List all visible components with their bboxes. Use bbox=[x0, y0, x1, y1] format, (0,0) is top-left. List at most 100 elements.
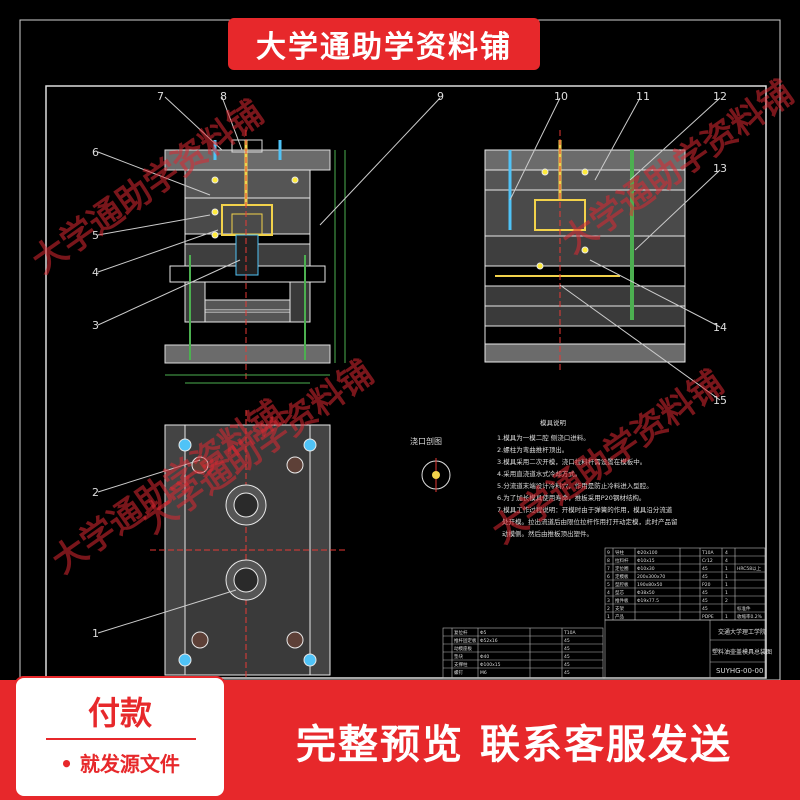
notes-line: 动模侧。然后由推板顶出塑件。 bbox=[502, 529, 593, 538]
bom-cell: 1 bbox=[725, 614, 728, 620]
bom-lower-cell: Φ52x16 bbox=[480, 638, 498, 644]
bom-cell: 45 bbox=[702, 590, 708, 596]
bom-cell: 4 bbox=[725, 550, 728, 556]
bom-cell: 推件板 bbox=[615, 597, 629, 604]
notes-line: 处开模。拉出流道后由限位拉杆作用打开动定模，此时产品留 bbox=[502, 517, 678, 526]
bom-cell: 2 bbox=[607, 606, 610, 612]
callout-15: 15 bbox=[713, 394, 727, 407]
bom-cell: 7 bbox=[607, 566, 610, 572]
notes-line: 6.为了加长模具使用寿命，推板采用P20钢材结构。 bbox=[497, 493, 645, 502]
bom-cell: 产品 bbox=[615, 613, 624, 620]
callout-12: 12 bbox=[713, 90, 727, 103]
bom-lower-cell: 45 bbox=[564, 670, 570, 676]
bom-lower-cell: Φ100x15 bbox=[480, 662, 501, 668]
bom-cell: 1 bbox=[725, 566, 728, 572]
bom-lower-cell: T10A bbox=[563, 630, 576, 636]
title-block bbox=[604, 619, 766, 679]
callout-1: 1 bbox=[92, 627, 99, 640]
gate-detail bbox=[421, 458, 451, 492]
school-name: 交通大学理工学院 bbox=[718, 628, 766, 636]
drawing-number: SUYHG-00-00 bbox=[716, 667, 763, 675]
drawing-name: 塑料油壶盖模具总装图 bbox=[712, 648, 772, 656]
bom-cell: Φ38x50 bbox=[637, 590, 655, 596]
shop-banner: 大学通助学资料铺 bbox=[228, 18, 540, 70]
callout-3: 3 bbox=[92, 319, 99, 332]
bom-lower-cell: Φ5 bbox=[480, 630, 487, 636]
bom-cell: Φ10x30 bbox=[637, 566, 655, 572]
notes-line: 7.模具工作过程说明：开模时由于弹簧的作用，模具沿分流道 bbox=[497, 505, 673, 514]
callout-2: 2 bbox=[92, 486, 99, 499]
gate-view-label: 浇口剖图 bbox=[410, 436, 442, 446]
bom-cell: 45 bbox=[702, 598, 708, 604]
bom-lower-cell: 45 bbox=[564, 654, 570, 660]
bom-lower-cell: 垫块 bbox=[454, 653, 463, 660]
cta-text: 完整预览 联系客服发送 bbox=[296, 722, 732, 768]
callout-8: 8 bbox=[220, 90, 227, 103]
bom-cell: 5 bbox=[607, 582, 610, 588]
bom-cell: 定位圈 bbox=[615, 565, 629, 572]
bom-lower-cell: 45 bbox=[564, 662, 570, 668]
bom-lower-cell: 45 bbox=[564, 646, 570, 652]
notes-line: 1.模具为一模二腔 侧浇口进料。 bbox=[497, 433, 590, 442]
notes-line: 2.螺柱为弯曲推杆顶出。 bbox=[497, 445, 568, 454]
bom-cell: 4 bbox=[607, 590, 610, 596]
callout-4: 4 bbox=[92, 266, 99, 279]
bom-cell: 型腔板 bbox=[615, 581, 629, 588]
bom-lower-cell: 45 bbox=[564, 638, 570, 644]
bom-cell: 200x300x70 bbox=[637, 574, 665, 580]
bom-cell: 4 bbox=[725, 558, 728, 564]
bom-cell: 8 bbox=[607, 558, 610, 564]
bom-cell: Cr12 bbox=[702, 558, 713, 564]
bom-lower-table bbox=[442, 627, 604, 679]
bom-cell: 支架 bbox=[615, 605, 624, 612]
bom-cell: Φ20x100 bbox=[637, 550, 658, 556]
bom-cell: 1 bbox=[725, 590, 728, 596]
notes-line: 3.模具采用二次开模，浇口拉料杆需设置在模板中。 bbox=[497, 457, 646, 466]
bom-cell: 定模板 bbox=[615, 573, 629, 580]
side-section-view bbox=[484, 130, 686, 370]
bom-cell: 1 bbox=[725, 582, 728, 588]
callout-7: 7 bbox=[157, 90, 164, 103]
bom-cell: PDPE bbox=[702, 614, 714, 620]
pay-title: 付款 bbox=[87, 694, 152, 732]
bom-cell: 45 bbox=[702, 574, 708, 580]
callout-6: 6 bbox=[92, 146, 99, 159]
bom-cell: 3 bbox=[607, 598, 610, 604]
notes-line: 4.采用直浇道水式冷却方式。 bbox=[497, 469, 581, 478]
bom-cell: 1 bbox=[725, 574, 728, 580]
pay-subtitle: • 就发源文件 bbox=[60, 752, 180, 776]
pay-box[interactable]: 付款 • 就发源文件 bbox=[14, 676, 226, 798]
bom-lower-cell: 推杆固定板 bbox=[454, 637, 477, 644]
bom-cell: 标准件 bbox=[737, 605, 751, 612]
bom-cell: 45 bbox=[702, 566, 708, 572]
pay-divider bbox=[46, 738, 196, 740]
bom-cell: 45 bbox=[702, 606, 708, 612]
bom-lower-cell: 支撑柱 bbox=[454, 661, 468, 668]
bom-cell: 型芯 bbox=[615, 589, 624, 596]
callout-14: 14 bbox=[713, 321, 727, 334]
main-section-view bbox=[164, 130, 346, 384]
bom-lower-cell: 复位杆 bbox=[454, 629, 468, 636]
callout-9: 9 bbox=[437, 90, 444, 103]
bom-cell: 9 bbox=[607, 550, 610, 556]
bom-cell: 1 bbox=[607, 614, 610, 620]
bom-cell: Φ19x77.5 bbox=[637, 598, 659, 604]
notes-block: 模具说明 1.模具为一模二腔 侧浇口进料。 2.螺柱为弯曲推杆顶出。 3.模具采… bbox=[497, 418, 678, 538]
bom-cell: 6 bbox=[607, 574, 610, 580]
bom-cell: 190x80x50 bbox=[637, 582, 663, 588]
bom-lower-cell: 螺钉 bbox=[454, 669, 463, 676]
bom-lower-cell: M6 bbox=[480, 670, 487, 676]
callout-10: 10 bbox=[554, 90, 568, 103]
bom-cell: 导柱 bbox=[615, 549, 624, 556]
callout-13: 13 bbox=[713, 162, 727, 175]
drawing-border bbox=[45, 85, 767, 679]
callout-5: 5 bbox=[92, 229, 99, 242]
notes-line: 5.分流道末端设计冷料穴，作用是防止冷料进入型腔。 bbox=[497, 481, 653, 490]
bom-lower-cell: Φ40 bbox=[480, 654, 489, 660]
bom-lower-cell: 动模座板 bbox=[454, 645, 472, 652]
bom-cell: 拉料杆 bbox=[615, 557, 629, 564]
bom-cell: P20 bbox=[702, 582, 711, 588]
leader-lines bbox=[97, 96, 721, 634]
plan-view bbox=[150, 410, 345, 680]
